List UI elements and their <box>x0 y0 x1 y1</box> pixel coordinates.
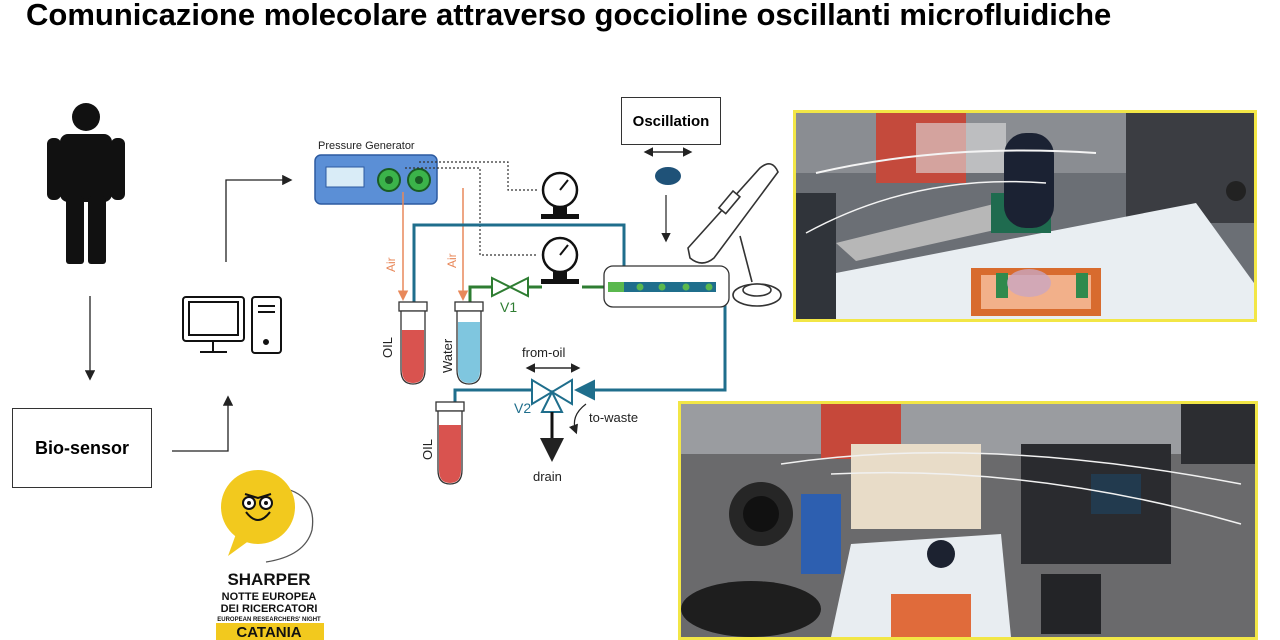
oscillation-box: Oscillation <box>621 97 721 145</box>
biosensor-box: Bio-sensor <box>12 408 152 488</box>
computer-icon <box>182 296 282 354</box>
oil-label-1: OIL <box>380 337 395 358</box>
air-lines <box>397 188 469 301</box>
arrow-computer-to-generator <box>225 174 293 262</box>
person-icon <box>47 103 125 264</box>
logo-line-1: SHARPER <box>227 570 310 589</box>
valve-v2-icon <box>531 378 573 413</box>
sharper-logo: SHARPER NOTTE EUROPEA DEI RICERCATORI EU… <box>216 470 324 640</box>
oil-tubing <box>412 223 727 405</box>
droplet-channel <box>603 265 730 308</box>
to-waste-label: to-waste <box>589 410 638 425</box>
air-label-1: Air <box>384 257 398 272</box>
page-title: Comunicazione molecolare attraverso gocc… <box>26 0 1112 32</box>
oscillation-indicator <box>643 147 693 243</box>
drain-label: drain <box>533 469 562 484</box>
to-waste-curve-arrow <box>568 403 587 435</box>
valve-v2-label: V2 <box>514 400 531 416</box>
signal-lines <box>405 161 538 256</box>
pressure-generator-label: Pressure Generator <box>318 140 415 152</box>
logo-line-3: DEI RICERCATORI <box>221 603 318 615</box>
valve-v1-icon <box>491 276 529 298</box>
water-tube <box>454 301 484 385</box>
oil-tube-1 <box>398 301 428 385</box>
oil-tube-2 <box>435 401 465 485</box>
water-label: Water <box>440 338 455 373</box>
logo-line-5: CATANIA <box>236 624 301 640</box>
oil-label-2: OIL <box>420 439 435 460</box>
air-label-2: Air <box>445 253 459 268</box>
biosensor-label: Bio-sensor <box>34 437 130 458</box>
pressure-gauge-2 <box>541 236 579 284</box>
valve-v1-label: V1 <box>500 299 517 315</box>
lab-photo-bench <box>678 401 1258 640</box>
microscope-icon <box>687 163 782 307</box>
from-oil-label: from-oil <box>522 345 565 360</box>
pressure-gauge-1 <box>541 171 579 219</box>
oscillation-label: Oscillation <box>632 112 710 130</box>
logo-line-4: EUROPEAN RESEARCHERS' NIGHT <box>217 617 321 623</box>
pressure-generator <box>314 154 438 205</box>
lab-photo-microscope <box>793 110 1257 322</box>
logo-line-2: NOTTE EUROPEA <box>222 591 317 603</box>
arrow-biosensor-to-computer <box>172 395 234 452</box>
